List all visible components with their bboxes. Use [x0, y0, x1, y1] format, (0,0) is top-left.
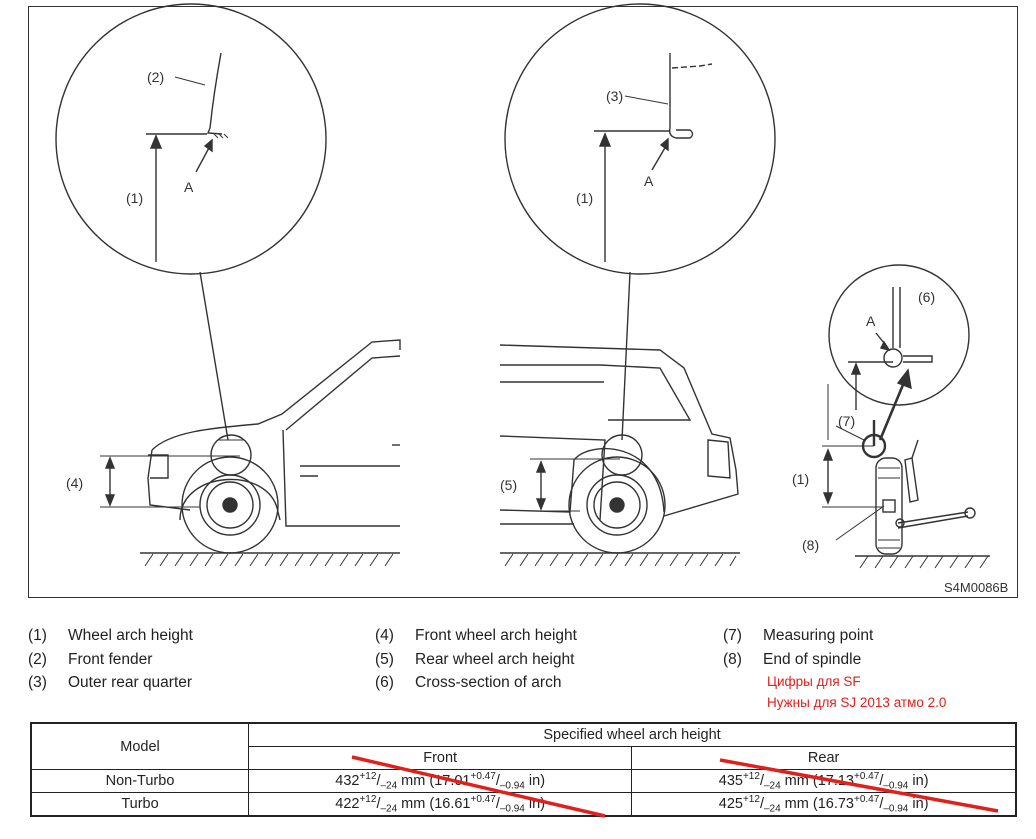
- header-rear: Rear: [631, 746, 1017, 770]
- header-front: Front: [247, 746, 633, 770]
- callout-8: (8): [802, 537, 819, 553]
- diagram-code: S4M0086B: [944, 580, 1008, 595]
- callout-6: (6): [918, 289, 935, 305]
- legend-item: (7)Measuring point: [723, 627, 874, 644]
- table-row: Turbo 422+12/–24 mm (16.61+0.47/–0.94 in…: [30, 792, 1017, 817]
- spindle-detail: [822, 264, 976, 555]
- legend-column-3: (7)Measuring point (8)End of spindle: [723, 624, 873, 671]
- callout-a-spindle: A: [866, 313, 876, 329]
- callout-2-front: (2): [147, 69, 164, 85]
- callout-1-spindle: (1): [792, 471, 809, 487]
- red-annotation-note: Цифры для SF Нужны для SJ 2013 атмо 2.0: [767, 671, 946, 713]
- diagram-frame: [28, 6, 1018, 598]
- legend-item: (1)Wheel arch height: [28, 627, 193, 644]
- rear-detail-circle: [504, 3, 776, 275]
- callout-4: (4): [66, 475, 83, 491]
- header-model: Model: [30, 722, 249, 770]
- callout-3: (3): [606, 88, 623, 104]
- front-detail-circle: [55, 3, 327, 275]
- callout-1-front: (1): [126, 190, 143, 206]
- legend-item: (5)Rear wheel arch height: [375, 650, 575, 668]
- note-line-2: Нужны для SJ 2013 атмо 2.0: [767, 695, 947, 710]
- legend-item: (2)Front fender: [28, 650, 153, 668]
- callout-a-rear: A: [644, 173, 654, 189]
- header-spec: Specified wheel arch height: [248, 722, 1017, 747]
- spec-table: Model Specified wheel arch height Front …: [30, 722, 1017, 817]
- front-car-outline: [147, 339, 401, 554]
- cell-rear: 435+12/–24 mm (17.13+0.47/–0.94 in): [631, 769, 1017, 793]
- rear-car-outline: [499, 344, 739, 554]
- callout-a-front: A: [184, 179, 194, 195]
- callout-7: (7): [838, 413, 855, 429]
- legend-item: (4)Front wheel arch height: [375, 627, 577, 644]
- row-model: Non-Turbo: [30, 769, 249, 793]
- cell-rear: 425+12/–24 mm (16.73+0.47/–0.94 in): [631, 792, 1017, 817]
- cell-front: 432+12/–24 mm (17.01+0.47/–0.94 in): [247, 769, 633, 793]
- legend-item: (6)Cross-section of arch: [375, 674, 562, 691]
- cell-front: 422+12/–24 mm (16.61+0.47/–0.94 in): [247, 792, 633, 817]
- front-fender-line: [206, 52, 223, 135]
- legend-item: (3)Outer rear quarter: [28, 674, 193, 691]
- ground-lines: [140, 552, 990, 569]
- legend-item: (8)End of spindle: [723, 650, 862, 668]
- legend-column-2: (4)Front wheel arch height (5)Rear wheel…: [375, 624, 577, 695]
- note-line-1: Цифры для SF: [767, 674, 861, 689]
- legend-column-1: (1)Wheel arch height (2)Front fender (3)…: [28, 624, 193, 695]
- rear-quarter-line: [668, 53, 694, 139]
- table-row: Non-Turbo 432+12/–24 mm (17.01+0.47/–0.9…: [30, 769, 1017, 793]
- callout-1-rear: (1): [576, 190, 593, 206]
- callout-5: (5): [500, 477, 517, 493]
- row-model: Turbo: [30, 792, 249, 817]
